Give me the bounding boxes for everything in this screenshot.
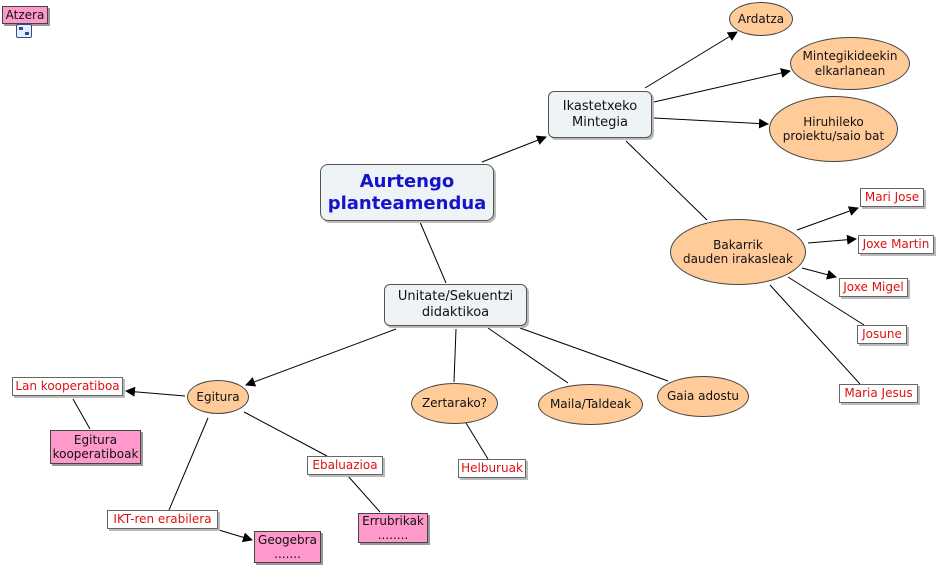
link-helburuak[interactable]: Helburuak bbox=[458, 459, 526, 478]
edge-bakarrik-mariajesus bbox=[769, 284, 861, 385]
edge-bakarrik-josune bbox=[787, 276, 865, 326]
link-josune[interactable]: Josune bbox=[857, 325, 907, 344]
edge-zertarako-helburuak bbox=[465, 422, 489, 460]
link-mari-jose[interactable]: Mari Jose bbox=[860, 188, 924, 207]
link-joxe-migel[interactable]: Joxe Migel bbox=[839, 278, 908, 297]
concept-ikastetxeko-mintegia[interactable]: Ikastetxeko Mintegia bbox=[548, 91, 652, 138]
resource-errubrikak[interactable]: Errubrikak ........ bbox=[358, 513, 428, 543]
resource-geogebra[interactable]: Geogebra ....... bbox=[254, 531, 321, 563]
link-ebaluazioa[interactable]: Ebaluazioa bbox=[307, 456, 383, 475]
edge-ebaluazioa-errubrikak bbox=[347, 475, 381, 513]
edge-main-unitate bbox=[419, 221, 447, 284]
resource-egitura-kooperatiboak[interactable]: Egitura kooperatiboak bbox=[50, 430, 141, 464]
oval-egitura[interactable]: Egitura bbox=[187, 380, 249, 414]
edge-ikastetxeko-bakarrik bbox=[625, 140, 708, 221]
link-joxe-martin[interactable]: Joxe Martin bbox=[858, 235, 934, 254]
edge-unitate-egitura bbox=[245, 328, 397, 387]
edge-ikastetxeko-hiruhileko bbox=[653, 117, 769, 129]
edge-unitate-zertarako bbox=[453, 328, 457, 383]
concept-map-link-icon[interactable] bbox=[16, 24, 32, 38]
edge-ikt-geogebra bbox=[208, 526, 253, 543]
oval-maila-taldeak[interactable]: Maila/Taldeak bbox=[538, 384, 643, 425]
oval-hiruhileko-proiektu[interactable]: Hiruhileko proiektu/saio bat bbox=[769, 96, 898, 162]
edge-bakarrik-joxemartin bbox=[807, 234, 857, 245]
edge-lankooperatiboa-egiturakoop bbox=[72, 398, 91, 430]
edge-unitate-maila bbox=[487, 327, 569, 384]
oval-gaia-adostu[interactable]: Gaia adostu bbox=[657, 376, 749, 417]
edge-egitura-ikt bbox=[168, 417, 209, 511]
back-button[interactable]: Atzera bbox=[2, 6, 48, 24]
edge-bakarrik-joxemigel bbox=[801, 267, 837, 280]
link-ikt-erabilera[interactable]: IKT-ren erabilera bbox=[107, 510, 218, 529]
oval-mintegikideekin-elkarlanean[interactable]: Mintegikideekin elkarlanean bbox=[790, 37, 910, 90]
link-lan-kooperatiboa[interactable]: Lan kooperatiboa bbox=[12, 377, 123, 396]
edge-egitura-lankooperatiboa bbox=[125, 386, 186, 397]
main-concept[interactable]: Aurtengo planteamendua bbox=[320, 164, 494, 221]
oval-bakarrik-irakasleak[interactable]: Bakarrik dauden irakasleak bbox=[670, 219, 806, 285]
concept-unitate-sekuentzi[interactable]: Unitate/Sekuentzi didaktikoa bbox=[384, 284, 527, 326]
oval-ardatza[interactable]: Ardatza bbox=[729, 2, 793, 36]
link-maria-jesus[interactable]: Maria Jesus bbox=[839, 384, 918, 403]
edge-bakarrik-marijose bbox=[796, 206, 859, 231]
edge-egitura-ebaluazioa bbox=[243, 411, 328, 457]
edge-ikastetxeko-mintegikideekin bbox=[653, 68, 791, 103]
edge-main-ikastetxeko bbox=[481, 135, 547, 163]
edge-ikastetxeko-ardatza bbox=[644, 31, 738, 89]
edge-unitate-gaia bbox=[519, 327, 669, 382]
oval-zertarako[interactable]: Zertarako? bbox=[411, 383, 498, 424]
